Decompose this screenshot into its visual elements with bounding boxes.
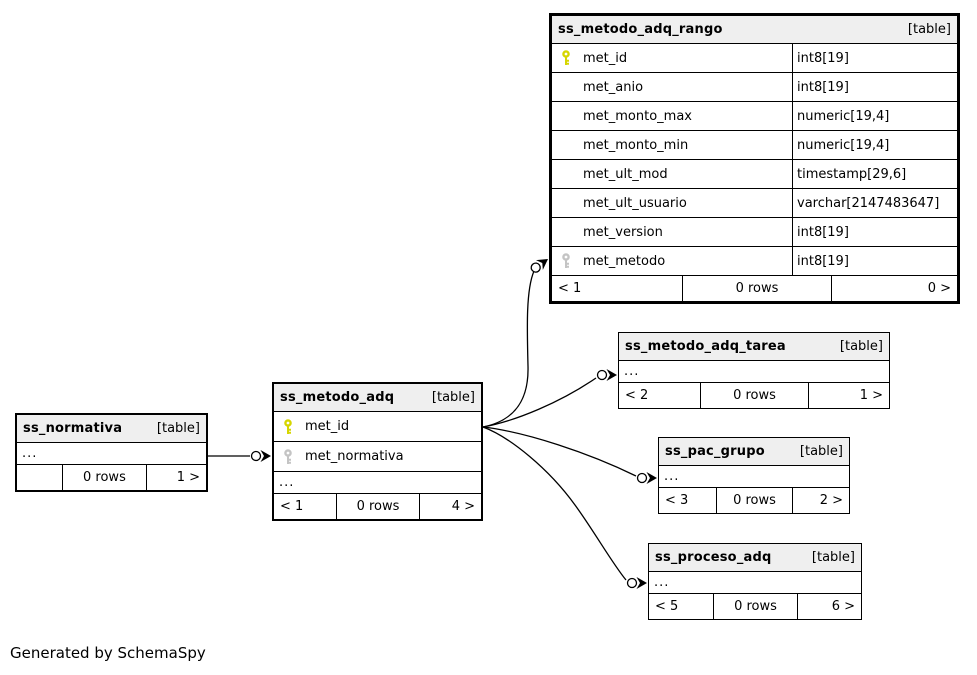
table-header: ss_metodo_adq_tarea [table] — [619, 333, 889, 361]
table-footer: < 5 0 rows 6 > — [649, 594, 861, 619]
table-column-row: met_ult_usuario varchar[2147483647] — [552, 189, 957, 218]
paging-prev[interactable]: < 2 — [625, 388, 649, 403]
paging-next[interactable]: 1 > — [145, 465, 206, 490]
table-header: ss_metodo_adq_rango [table] — [552, 16, 957, 44]
column-name: met_normativa — [305, 449, 404, 464]
row-count: 0 rows — [716, 488, 792, 513]
column-name: met_ult_usuario — [583, 195, 687, 211]
connector-metodo-adq-proceso-adq — [482, 426, 627, 581]
paging-next[interactable]: 4 > — [418, 494, 481, 519]
table-ss-metodo-adq-tarea: ss_metodo_adq_tarea [table] ... < 2 0 ro… — [618, 332, 890, 409]
paging-next[interactable]: 6 > — [797, 594, 861, 619]
row-count: 0 rows — [336, 494, 419, 519]
table-footer: < 3 0 rows 2 > — [659, 488, 849, 513]
table-column-row: met_metodo int8[19] — [552, 247, 957, 276]
hidden-columns-ellipsis: ... — [619, 361, 889, 383]
table-header: ss_pac_grupo [table] — [659, 438, 849, 466]
hidden-columns-ellipsis: ... — [17, 443, 206, 465]
table-column-row: met_id — [274, 412, 481, 442]
table-name[interactable]: ss_metodo_adq_tarea — [625, 339, 786, 354]
table-column-row: met_monto_max numeric[19,4] — [552, 102, 957, 131]
table-name[interactable]: ss_proceso_adq — [655, 550, 772, 565]
paging-next[interactable]: 1 > — [808, 383, 889, 408]
table-name[interactable]: ss_metodo_adq — [280, 390, 395, 405]
paging-prev — [17, 465, 62, 490]
paging-prev[interactable]: < 5 — [655, 599, 679, 614]
paging-prev[interactable]: < 1 — [280, 499, 304, 514]
column-name: met_ult_mod — [583, 166, 668, 182]
column-name: met_id — [583, 50, 628, 66]
table-name[interactable]: ss_normativa — [23, 421, 123, 436]
row-count: 0 rows — [700, 383, 808, 408]
table-ss-metodo-adq: ss_metodo_adq [table] met_id met_normati… — [272, 382, 483, 521]
column-type: timestamp[29,6] — [792, 160, 957, 188]
table-footer: < 2 0 rows 1 > — [619, 383, 889, 408]
table-header: ss_normativa [table] — [17, 415, 206, 443]
paging-next[interactable]: 2 > — [792, 488, 849, 513]
fk-endpoint-tarea — [596, 369, 617, 381]
hidden-columns-ellipsis: ... — [274, 472, 481, 494]
table-column-row: met_version int8[19] — [552, 218, 957, 247]
column-type: numeric[19,4] — [792, 102, 957, 130]
table-tag: [table] — [907, 22, 951, 37]
column-name: met_anio — [583, 79, 644, 95]
foreign-key-icon — [560, 253, 573, 269]
table-tag: [table] — [156, 421, 200, 436]
connector-metodo-adq-tarea — [482, 377, 597, 428]
paging-prev[interactable]: < 3 — [665, 493, 689, 508]
table-tag: [table] — [839, 339, 883, 354]
fk-endpoint-pac-grupo — [636, 472, 657, 484]
table-column-row: met_normativa — [274, 442, 481, 472]
fk-endpoint-metodo-adq — [250, 450, 271, 462]
table-ss-proceso-adq: ss_proceso_adq [table] ... < 5 0 rows 6 … — [648, 543, 862, 620]
connector-paths — [208, 270, 637, 581]
table-header: ss_metodo_adq [table] — [274, 384, 481, 412]
column-name: met_metodo — [583, 253, 666, 269]
hidden-columns-ellipsis: ... — [649, 572, 861, 594]
table-header: ss_proceso_adq [table] — [649, 544, 861, 572]
primary-key-icon — [560, 50, 573, 66]
connector-metodo-adq-pac-grupo — [482, 426, 637, 477]
column-type: numeric[19,4] — [792, 131, 957, 159]
table-column-row: met_monto_min numeric[19,4] — [552, 131, 957, 160]
generated-by-caption: Generated by SchemaSpy — [10, 644, 206, 662]
fk-endpoint-rango — [530, 259, 548, 273]
table-column-row: met_anio int8[19] — [552, 73, 957, 102]
column-type: int8[19] — [792, 247, 957, 275]
row-count: 0 rows — [62, 465, 145, 490]
table-column-row: met_ult_mod timestamp[29,6] — [552, 160, 957, 189]
foreign-key-icon — [282, 448, 295, 465]
column-name: met_version — [583, 224, 663, 240]
table-tag: [table] — [811, 550, 855, 565]
connector-metodo-adq-rango — [482, 270, 535, 428]
table-column-row: met_id int8[19] — [552, 44, 957, 73]
column-type: int8[19] — [792, 73, 957, 101]
column-type: varchar[2147483647] — [792, 189, 957, 217]
column-name: met_monto_min — [583, 137, 689, 153]
table-ss-normativa: ss_normativa [table] ... 0 rows 1 > — [15, 413, 208, 492]
fk-endpoint-proceso-adq — [626, 577, 647, 589]
table-ss-metodo-adq-rango: ss_metodo_adq_rango [table] met_id int8[… — [549, 13, 960, 304]
table-footer: < 1 0 rows 0 > — [552, 276, 957, 301]
column-type: int8[19] — [792, 44, 957, 72]
table-footer: < 1 0 rows 4 > — [274, 494, 481, 519]
table-ss-pac-grupo: ss_pac_grupo [table] ... < 3 0 rows 2 > — [658, 437, 850, 514]
table-footer: 0 rows 1 > — [17, 465, 206, 490]
table-tag: [table] — [431, 390, 475, 405]
paging-next[interactable]: 0 > — [831, 276, 957, 301]
row-count: 0 rows — [681, 276, 832, 301]
table-tag: [table] — [799, 444, 843, 459]
table-name[interactable]: ss_metodo_adq_rango — [558, 22, 723, 37]
hidden-columns-ellipsis: ... — [659, 466, 849, 488]
column-type: int8[19] — [792, 218, 957, 246]
row-count: 0 rows — [712, 594, 798, 619]
primary-key-icon — [282, 418, 295, 435]
column-name: met_monto_max — [583, 108, 692, 124]
paging-prev[interactable]: < 1 — [558, 281, 582, 296]
table-name[interactable]: ss_pac_grupo — [665, 444, 765, 459]
column-name: met_id — [305, 419, 350, 434]
